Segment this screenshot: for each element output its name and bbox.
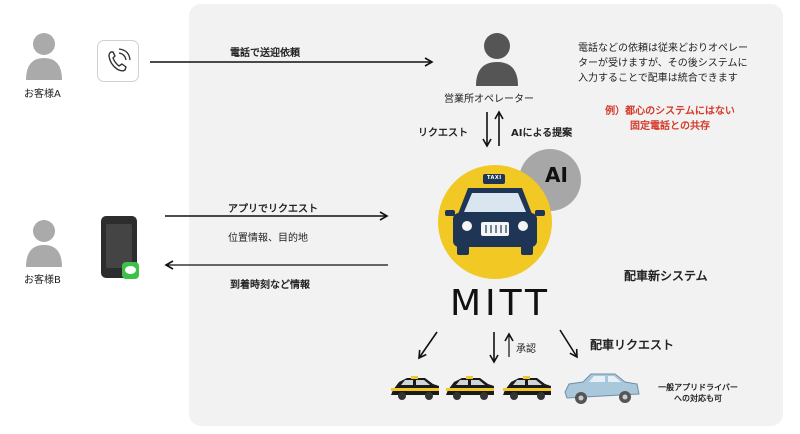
example-note: 例）都心のシステムにはない 固定電話との共存 [580,104,760,134]
phone-request-label: 電話で送迎依頼 [230,48,300,59]
general-driver-note: 一般アプリドライバー への対応も可 [655,382,741,404]
request-label: リクエスト [418,128,468,139]
arrival-info-label: 到着時刻など情報 [230,280,310,291]
ai-suggestion-label: AIによる提案 [511,128,573,139]
customer-b-person-icon [26,220,62,267]
note-line-1: 電話などの依頼は従来どおりオペレー [578,43,748,54]
customer-b-label: お客様B [24,275,61,286]
dispatch-request-label: 配車リクエスト [590,338,675,352]
customer-a-label: お客様A [24,89,61,100]
note-line-3: 入力することで配車は統合できます [578,73,738,84]
location-info-label: 位置情報、目的地 [228,233,308,244]
app-request-label: アプリでリクエスト [228,204,318,215]
ai-badge: AI [545,163,568,187]
integration-note: 電話などの依頼は従来どおりオペレー ターが受けますが、その後システムに 入力する… [578,41,778,86]
smartphone-icon [101,216,139,279]
customer-a-person-icon [26,33,62,80]
taxi-front-icon [445,174,545,255]
operator-label: 営業所オペレーター [444,94,534,105]
dispatch-arrow-left [418,331,438,360]
system-label: 配車新システム [624,269,708,283]
approval-label: 承認 [516,344,536,355]
taxi-side-icon [503,376,551,400]
taxi-side-icon [446,376,494,400]
mitt-logo: MITT [450,283,552,324]
general-driver-line-1: 一般アプリドライバー [658,383,738,392]
operator-person-icon [476,33,518,86]
example-line-1: 例）都心のシステムにはない [605,106,735,117]
example-line-2: 固定電話との共存 [630,121,710,132]
telephone-icon [97,40,139,82]
taxi-side-icon [391,376,439,400]
note-line-2: ターが受けますが、その後システムに [578,58,748,69]
private-car-icon [564,373,640,404]
general-driver-line-2: への対応も可 [674,394,722,403]
dispatch-arrow-right [559,329,578,359]
taxi-sign: TAXI [487,175,502,181]
